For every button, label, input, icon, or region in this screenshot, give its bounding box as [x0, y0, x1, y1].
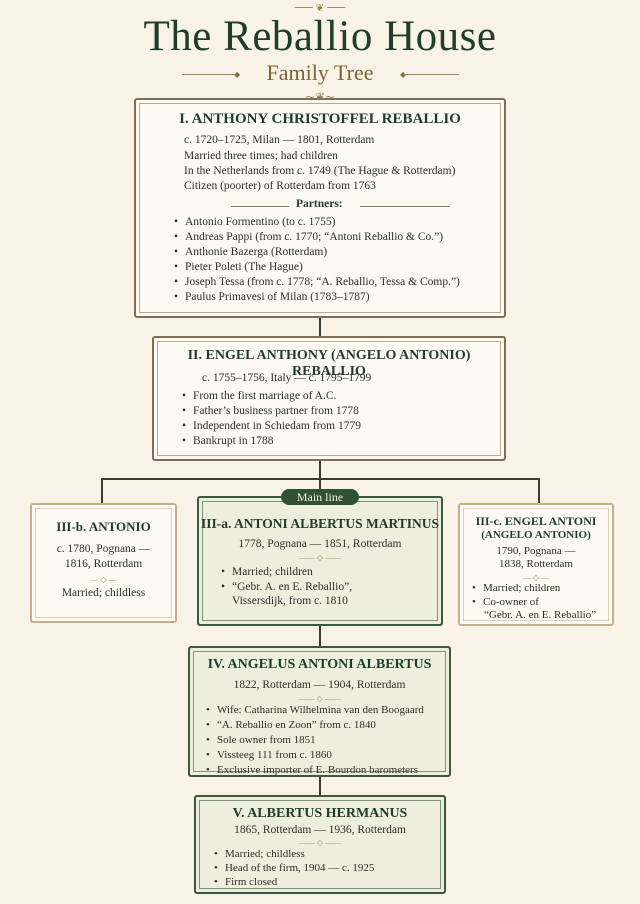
- gen3b-death: 1816, Rotterdam: [64, 558, 143, 570]
- gen2-fact-item: Bankrupt in 1788: [182, 434, 361, 449]
- page-subtitle: Family Tree: [266, 60, 374, 85]
- connector-3a-4: [319, 626, 321, 646]
- connector-to-3b: [101, 478, 103, 503]
- gen4-fact-item: Exclusive importer of E. Bourdon baromet…: [206, 763, 424, 778]
- gen2-name: II. ENGEL ANTHONY (ANGELO ANTONIO) REBAL…: [187, 348, 471, 379]
- partner-item: Paulus Primavesi of Milan (1783–1787): [174, 290, 460, 305]
- card-generation-3c: III-c. ENGEL ANTONI (ANGELO ANTONIO) 179…: [458, 503, 614, 626]
- gen1-marriage: Married three times; had children: [184, 150, 338, 162]
- gen3b-name: III-b. ANTONIO: [56, 519, 151, 534]
- divider-left: [182, 74, 237, 75]
- gen3b-note: Married; childless: [61, 587, 146, 599]
- diamond-left-icon: ◆: [234, 70, 241, 79]
- gen4-facts: Wife: Catharina Wilhelmina van den Booga…: [206, 703, 424, 778]
- gen4-fact-item: Sole owner from 1851: [206, 733, 424, 748]
- gen3b-ornament-icon: — ◇ —: [90, 575, 117, 584]
- card-generation-5: V. ALBERTUS HERMANUS 1865, Rotterdam — 1…: [194, 795, 446, 894]
- gen3c-fact-continuation: “Gebr. A. en E. Reballio”: [484, 609, 597, 621]
- gen3c-birth: 1790, Pognana —: [496, 545, 576, 557]
- partner-item: Pieter Poleti (The Hague): [174, 260, 460, 275]
- gen4-ornament-icon: —— ◇ ——: [298, 694, 341, 703]
- gen3a-fact-item: “Gebr. A. en E. Reballio”,: [221, 580, 352, 595]
- subtitle-row: ◆ Family Tree ◆: [0, 60, 640, 90]
- gen3c-name: III-c. ENGEL ANTONI: [475, 514, 597, 528]
- gen3c-death: 1838, Rotterdam: [499, 558, 573, 570]
- partners-rule-left: [231, 206, 289, 207]
- gen3a-fact-item: Married; children: [221, 565, 352, 580]
- gen3c-ornament-icon: — ◇ —: [522, 573, 550, 582]
- gen3c-name-alt: (ANGELO ANTONIO): [481, 529, 591, 541]
- gen4-name: IV. ANGELUS ANTONI ALBERTUS: [207, 657, 432, 672]
- gen4-dates: 1822, Rotterdam — 1904, Rotterdam: [233, 679, 406, 691]
- gen4-fact-item: “A. Reballio en Zoon” from c. 1840: [206, 718, 424, 733]
- gen3a-ornament-icon: —— ◇ ——: [298, 553, 342, 562]
- main-line-badge: Main line: [281, 489, 359, 505]
- card-generation-3b: III-b. ANTONIO c. 1780, Pognana — 1816, …: [30, 503, 177, 623]
- partners-heading: Partners:: [296, 198, 343, 210]
- gen5-dates: 1865, Rotterdam — 1936, Rotterdam: [234, 824, 406, 836]
- gen3b-birth: c. 1780, Pognana —: [56, 543, 151, 555]
- partners-list: Antonio Formentino (to c. 1755) Andreas …: [174, 215, 460, 305]
- gen5-name: V. ALBERTUS HERMANUS: [232, 806, 408, 821]
- partner-item: Joseph Tessa (from c. 1778; “A. Reballio…: [174, 275, 460, 290]
- page-title: The Reballio House: [143, 13, 497, 60]
- partners-rule-right: [360, 206, 450, 207]
- gen4-fact-item: Wife: Catharina Wilhelmina van den Booga…: [206, 703, 424, 718]
- gen3a-name: III-a. ANTONI ALBERTUS MARTINUS: [200, 516, 440, 531]
- gen1-name: I. ANTHONY CHRISTOFFEL REBALLIO: [179, 111, 461, 127]
- connector-to-3a: [319, 478, 321, 492]
- connector-2-down: [319, 461, 321, 479]
- gen1-dates: c. 1720–1725, Milan — 1801, Rotterdam: [184, 134, 375, 146]
- gen5-ornament-icon: —— ◇ ——: [298, 838, 342, 847]
- gen3a-dates: 1778, Pognana — 1851, Rotterdam: [238, 538, 402, 550]
- gen5-fact-item: Head of the firm, 1904 — c. 1925: [214, 861, 374, 875]
- gen5-fact-item: Firm closed: [214, 875, 374, 889]
- gen3c-facts: Married; children Co-owner of: [472, 581, 560, 609]
- gen2-fact-item: From the first marriage of A.C.: [182, 389, 361, 404]
- divider-right: [404, 74, 459, 75]
- partner-item: Andreas Pappi (from c. 1770; “Antoni Reb…: [174, 230, 460, 245]
- gen5-fact-item: Married; childless: [214, 847, 374, 861]
- gen1-citizenship: Citizen (poorter) of Rotterdam from 1763: [184, 180, 376, 192]
- connector-to-3c: [538, 478, 540, 503]
- card-generation-3a: III-a. ANTONI ALBERTUS MARTINUS 1778, Po…: [197, 496, 443, 626]
- gen2-fact-item: Father’s business partner from 1778: [182, 404, 361, 419]
- partner-item: Antonio Formentino (to c. 1755): [174, 215, 460, 230]
- gen3a-facts: Married; children “Gebr. A. en E. Reball…: [221, 565, 352, 595]
- partner-item: Anthonie Bazerga (Rotterdam): [174, 245, 460, 260]
- gen3c-fact-item: Co-owner of: [472, 595, 560, 609]
- gen4-fact-item: Vissteeg 111 from c. 1860: [206, 748, 424, 763]
- gen2-fact-item: Independent in Schiedam from 1779: [182, 419, 361, 434]
- top-ornament-icon: ─── ❦ ───: [294, 3, 346, 14]
- gen5-facts: Married; childless Head of the firm, 190…: [214, 847, 374, 889]
- card-generation-1: I. ANTHONY CHRISTOFFEL REBALLIO c. 1720–…: [134, 98, 506, 318]
- diamond-right-icon: ◆: [400, 70, 406, 79]
- gen2-dates: c. 1755–1756, Italy — c. 1795–1799: [202, 372, 372, 384]
- gen1-residence: In the Netherlands from c. 1749 (The Hag…: [184, 165, 456, 177]
- gen3a-fact-continuation: Vissersdijk, from c. 1810: [232, 595, 348, 607]
- gen3c-fact-item: Married; children: [472, 581, 560, 595]
- connector-1-2: [319, 318, 321, 336]
- gen2-facts: From the first marriage of A.C. Father’s…: [182, 389, 361, 449]
- card-generation-4: IV. ANGELUS ANTONI ALBERTUS 1822, Rotter…: [188, 646, 451, 777]
- connector-4-5: [319, 777, 321, 795]
- card-generation-2: II. ENGEL ANTHONY (ANGELO ANTONIO) REBAL…: [152, 336, 506, 461]
